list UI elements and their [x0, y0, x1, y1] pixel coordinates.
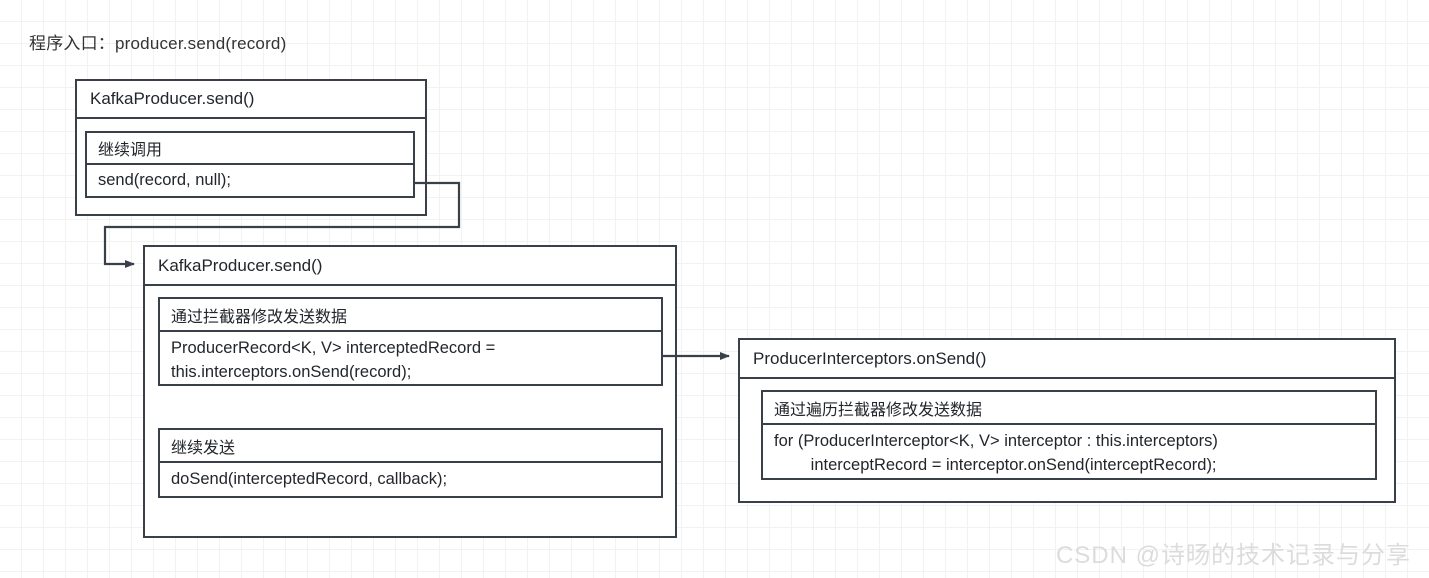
inner-box-continue-call[interactable]: 继续调用 send(record, null);: [85, 131, 415, 198]
panel-header-producer-interceptors-onsend: ProducerInterceptors.onSend(): [740, 340, 1394, 379]
page-title: 程序入口：producer.send(record): [29, 34, 287, 53]
inner-box-intercept-modify[interactable]: 通过拦截器修改发送数据 ProducerRecord<K, V> interce…: [158, 297, 663, 386]
inner-label-continue-call: 继续调用: [87, 133, 413, 165]
inner-label-traverse-interceptors: 通过遍历拦截器修改发送数据: [763, 392, 1375, 425]
panel-kafka-producer-send-main[interactable]: KafkaProducer.send() 通过拦截器修改发送数据 Produce…: [143, 245, 677, 538]
panel-producer-interceptors-onsend[interactable]: ProducerInterceptors.onSend() 通过遍历拦截器修改发…: [738, 338, 1396, 503]
panel-kafka-producer-send-entry[interactable]: KafkaProducer.send() 继续调用 send(record, n…: [75, 79, 427, 216]
inner-code-send-record-null: send(record, null);: [98, 170, 231, 189]
panel-header-kafka-producer-send-entry: KafkaProducer.send(): [77, 81, 425, 119]
csdn-watermark: CSDN @诗旸的技术记录与分享: [1055, 542, 1411, 569]
panel-body-kafka-producer-send-main: 通过拦截器修改发送数据 ProducerRecord<K, V> interce…: [145, 286, 675, 536]
inner-box-traverse-interceptors[interactable]: 通过遍历拦截器修改发送数据 for (ProducerInterceptor<K…: [761, 390, 1377, 480]
inner-code-dosend: doSend(interceptedRecord, callback);: [171, 469, 448, 488]
inner-box-continue-send[interactable]: 继续发送 doSend(interceptedRecord, callback)…: [158, 428, 663, 498]
panel-body-producer-interceptors-onsend: 通过遍历拦截器修改发送数据 for (ProducerInterceptor<K…: [740, 379, 1394, 501]
inner-label-continue-send: 继续发送: [160, 430, 661, 463]
panel-header-kafka-producer-send-main: KafkaProducer.send(): [145, 247, 675, 286]
inner-label-intercept-modify: 通过拦截器修改发送数据: [160, 299, 661, 332]
panel-body-kafka-producer-send-entry: 继续调用 send(record, null);: [77, 119, 425, 216]
inner-code-for-loop-interceptors: for (ProducerInterceptor<K, V> intercept…: [774, 432, 1218, 474]
inner-code-intercepted-record: ProducerRecord<K, V> interceptedRecord =…: [171, 339, 496, 381]
